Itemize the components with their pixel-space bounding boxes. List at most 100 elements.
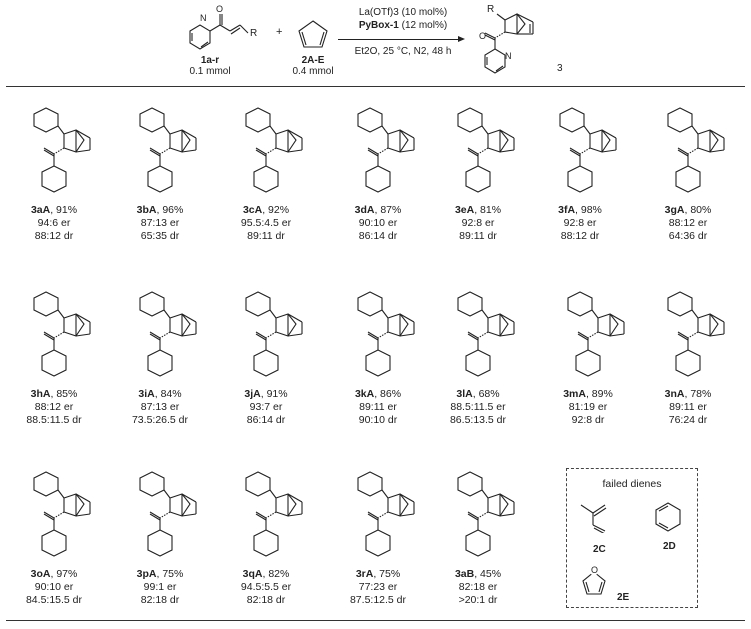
diene-2e-label: 2E (617, 592, 630, 603)
er-value: 94:6 er (37, 217, 71, 229)
yield: 82% (268, 568, 290, 580)
structure-16 (245, 471, 303, 557)
diene-2d-label: 2D (663, 541, 676, 552)
er-value: 77:23 er (358, 581, 398, 593)
yield: 81% (480, 204, 502, 216)
structure-11 (457, 291, 515, 377)
dr-value: 76:24 dr (668, 414, 708, 426)
yield: 97% (56, 568, 78, 580)
diene-amount: 0.4 mmol (292, 66, 334, 77)
structure-14 (33, 471, 91, 557)
yield: 75% (379, 568, 401, 580)
compound-id: 3nA (664, 388, 685, 400)
er-value: 87:13 er (140, 217, 180, 229)
structure-3aA (33, 107, 91, 193)
atom-n-label: N (200, 13, 207, 23)
compound-id: 3oA (30, 568, 51, 580)
structure-18 (457, 471, 515, 557)
reaction-arrow (338, 39, 460, 40)
dr-value: 65:35 dr (140, 230, 180, 242)
er-value: 82:18 er (458, 581, 498, 593)
structure-15 (139, 471, 197, 557)
plus-sign: + (276, 26, 283, 38)
dr-value: 86.5:13.5 dr (449, 414, 507, 426)
reaction-scheme: N O R 1a-r 0.1 mmol + 2A-E 0.4 mmol La(O… (0, 0, 751, 82)
compound-id: 3eA (454, 204, 475, 216)
substrate-structure (189, 14, 249, 50)
structure-7 (33, 291, 91, 377)
structure-5 (559, 107, 617, 193)
diene-2c-label: 2C (593, 544, 606, 555)
structure-8 (139, 291, 197, 377)
dr-value: 86:14 dr (358, 230, 398, 242)
compound-id: 3cA (242, 204, 263, 216)
divider-bottom (6, 620, 745, 621)
yield: 68% (478, 388, 500, 400)
er-value: 88:12 er (34, 401, 74, 413)
structure-3 (357, 107, 415, 193)
dr-value: 90:10 dr (358, 414, 398, 426)
structure-2 (245, 107, 303, 193)
compound-id: 3kA (354, 388, 375, 400)
compound-id: 3fA (558, 204, 576, 216)
compound-id: 3qA (242, 568, 263, 580)
yield: 92% (268, 204, 290, 216)
yield: 85% (56, 388, 78, 400)
substituent-r-label: R (250, 28, 258, 39)
cyclopentadiene-structure (298, 20, 328, 48)
yield: 84% (160, 388, 182, 400)
isoprene-structure (580, 504, 607, 533)
product-card: 3aA, 91% 94:6 er 88:12 dr (6, 96, 102, 243)
substrate-amount: 0.1 mmol (189, 66, 231, 77)
er-value: 99:1 er (143, 581, 177, 593)
yield: 78% (690, 388, 712, 400)
compound-id: 3hA (30, 388, 51, 400)
compound-id: 3bA (136, 204, 157, 216)
dr-value: 89:11 dr (247, 230, 285, 242)
compound-id: 3lA (456, 388, 473, 400)
product-r-label: R (487, 4, 495, 15)
structure-6 (667, 107, 725, 193)
compound-id: 3jA (244, 388, 261, 400)
product-number: 3 (557, 63, 563, 74)
dr-value: 88.5:11.5 dr (26, 414, 82, 426)
compound-id: 3dA (354, 204, 375, 216)
cyclohexadiene-structure (655, 502, 681, 532)
yield: 86% (380, 388, 402, 400)
yield: 75% (162, 568, 184, 580)
dr-value: 89:11 dr (459, 230, 497, 242)
er-value: 93:7 er (249, 401, 283, 413)
compound-id: 3pA (136, 568, 157, 580)
structure-10 (357, 291, 415, 377)
ligand-loading: (12 mol%) (401, 20, 448, 31)
compound-id: 3gA (664, 204, 685, 216)
yield: 89% (591, 388, 613, 400)
compound-id: 3aB (454, 568, 475, 580)
dr-value: 82:18 dr (140, 594, 180, 606)
product-card: 3aB, 45%82:18 er>20:1 dr (430, 460, 526, 607)
yield: 91% (56, 204, 78, 216)
er-value: 88.5:11.5 er (450, 401, 506, 413)
compound-id: 3rA (355, 568, 374, 580)
conditions-text: Et2O, 25 °C, N2, 48 h (354, 46, 452, 57)
er-value: 92:8 er (563, 217, 597, 229)
yield: 91% (266, 388, 288, 400)
dr-value: 87.5:12.5 dr (349, 594, 407, 606)
er-value: 94.5:5.5 er (240, 581, 292, 593)
divider-top (6, 86, 745, 87)
er-value: 92:8 er (461, 217, 495, 229)
failed-dienes-box: failed dienes 2C 2D O 2E (566, 468, 698, 608)
er-value: 95.5:4.5 er (240, 217, 292, 229)
compound-id: 3aA (30, 204, 51, 216)
diene-label: 2A-E (301, 55, 325, 66)
